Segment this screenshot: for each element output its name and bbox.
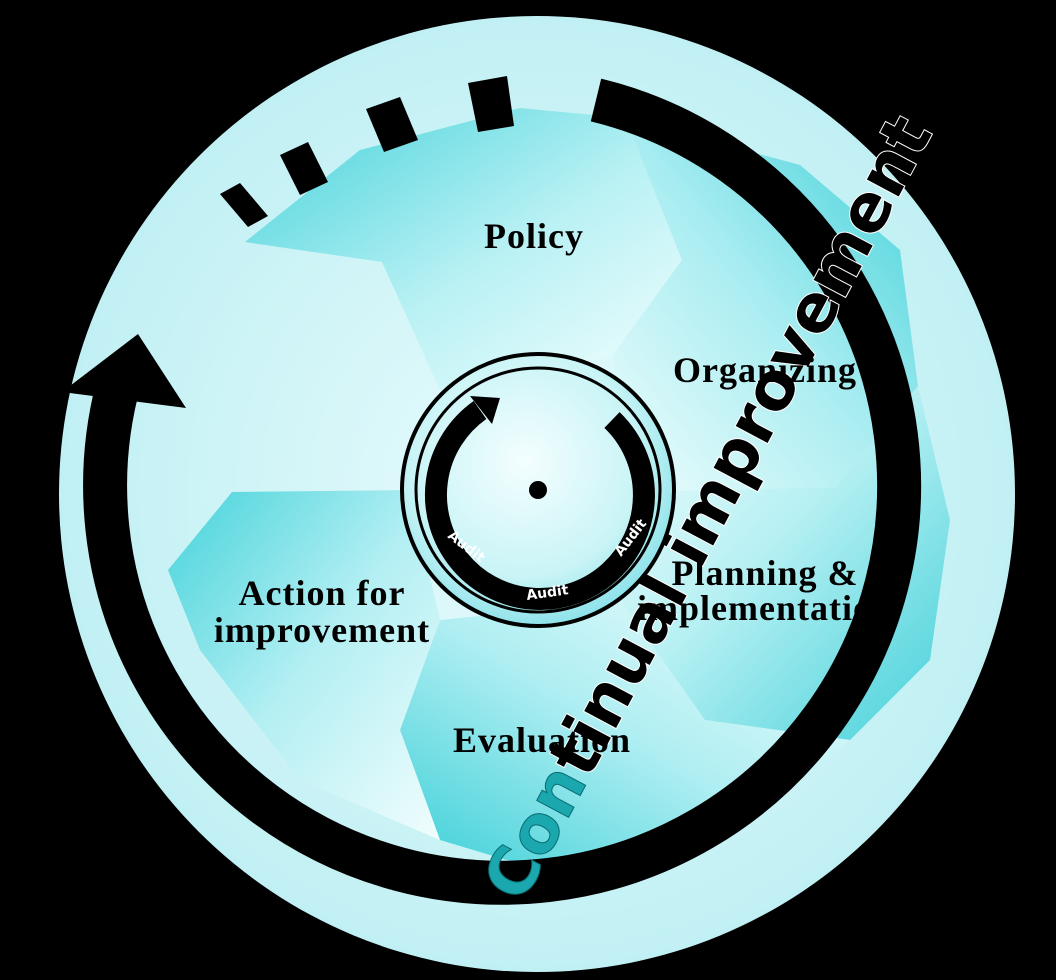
petal-policy	[245, 108, 682, 390]
circular-arrow-icon	[83, 78, 922, 905]
stage-label-evaluation: Evaluation	[453, 720, 631, 760]
petal-organizing	[612, 118, 918, 492]
stage-petals	[168, 108, 950, 870]
stage-label-planning-1: Planning &	[671, 553, 858, 593]
stage-label-organizing: Organizing	[673, 350, 857, 390]
continual-arrow-dashes	[220, 76, 514, 227]
stage-label-planning-2: implementation	[637, 588, 893, 628]
stage-label-action-1: Action for	[239, 573, 406, 613]
petal-action	[168, 490, 440, 840]
stage-label-policy: Policy	[484, 216, 584, 256]
stage-labels: Policy Organizing Planning & implementat…	[214, 216, 893, 760]
audit-arrow-icon	[424, 401, 655, 610]
audit-hub: Audit Audit Audit	[400, 352, 676, 628]
stage-label-action-2: improvement	[214, 610, 430, 650]
dot-icon	[529, 481, 547, 499]
arrow-head-icon	[62, 334, 186, 408]
audit-label-2: Audit	[525, 582, 569, 604]
